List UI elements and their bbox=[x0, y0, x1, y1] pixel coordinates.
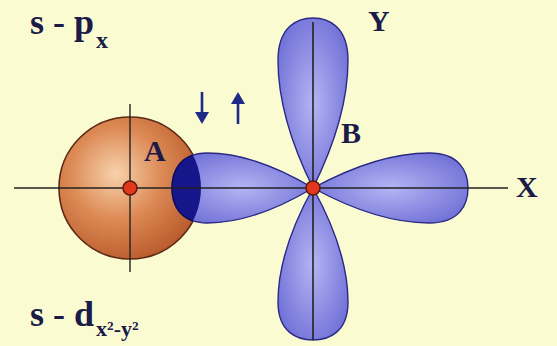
nucleus-b bbox=[306, 181, 320, 195]
electron-spins bbox=[195, 92, 245, 124]
axis-label: X bbox=[516, 172, 538, 202]
orbital-lobe bbox=[278, 18, 348, 188]
overlap-region bbox=[172, 153, 313, 223]
x-axis bbox=[14, 187, 508, 189]
orbital-subscript: x bbox=[96, 28, 108, 52]
atom-label: A bbox=[144, 136, 166, 166]
orbital-lobe bbox=[313, 153, 468, 223]
overlap-type: s - d bbox=[30, 296, 94, 332]
d-orbital bbox=[172, 18, 468, 340]
orbital-subscript: x²-y² bbox=[96, 318, 139, 340]
overlap-type: s - p bbox=[30, 4, 94, 40]
axis-label: Y bbox=[368, 6, 390, 36]
nucleus-a bbox=[123, 181, 137, 195]
orbital-lobe bbox=[278, 188, 348, 340]
atom-label: B bbox=[341, 118, 361, 148]
s-orbital bbox=[59, 117, 201, 259]
orbital-lobe bbox=[172, 153, 313, 223]
